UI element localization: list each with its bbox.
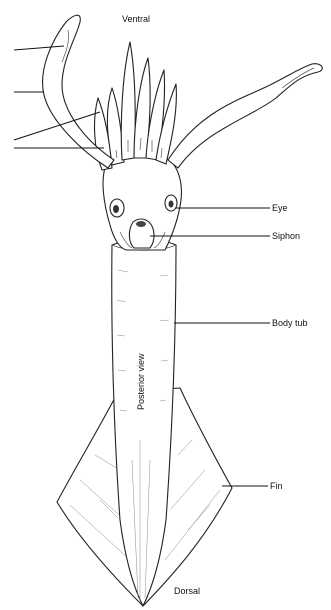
label-eye: Eye: [272, 203, 288, 213]
label-fin: Fin: [270, 481, 283, 491]
label-posterior-view: Posterior view: [136, 353, 146, 410]
label-body-tube: Body tub: [272, 318, 308, 328]
right-eye-pupil: [169, 201, 174, 208]
siphon-opening: [136, 221, 146, 227]
label-ventral: Ventral: [122, 14, 150, 24]
label-siphon: Siphon: [272, 231, 300, 241]
arms: [95, 42, 177, 170]
left-eye-pupil: [113, 205, 119, 213]
right-tentacle: [168, 64, 322, 168]
label-dorsal: Dorsal: [174, 586, 200, 596]
